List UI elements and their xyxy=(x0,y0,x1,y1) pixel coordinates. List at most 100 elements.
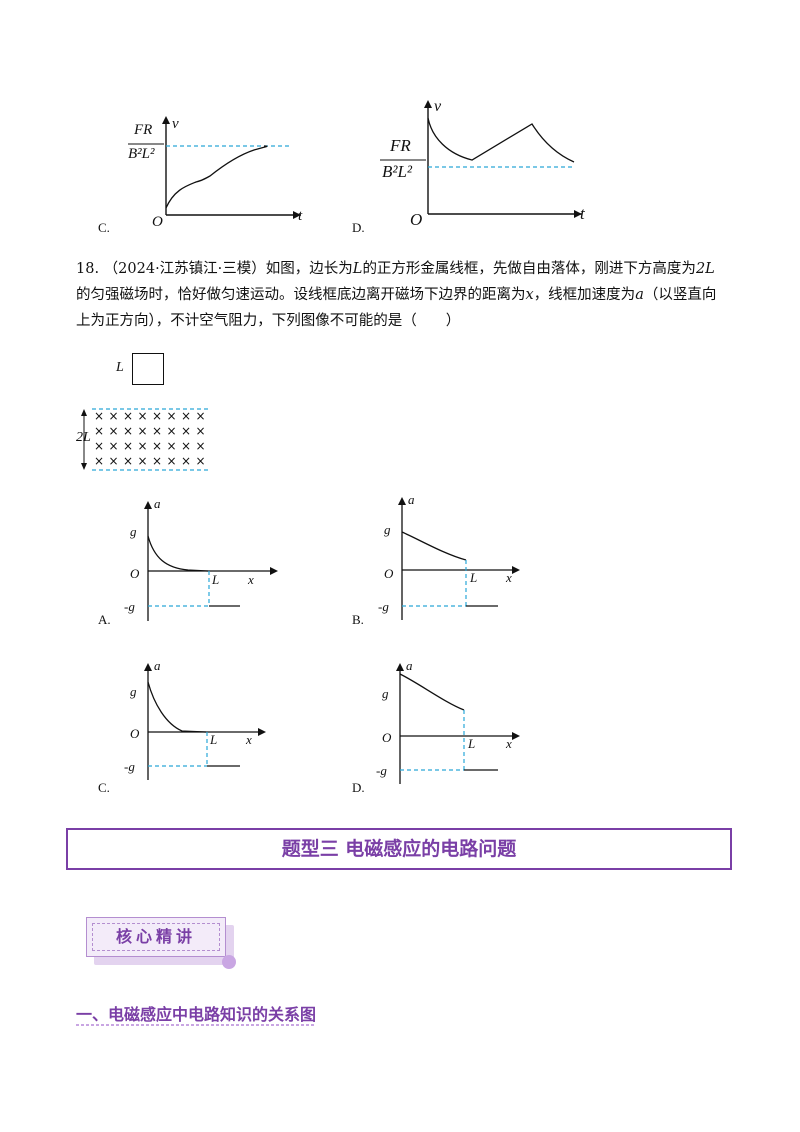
option-b-y-arrow xyxy=(398,497,406,505)
option-a-graph: a g O L x -g A. xyxy=(96,496,286,628)
option-b-curve xyxy=(401,531,467,561)
field-cross: × xyxy=(123,454,133,468)
field-cross: × xyxy=(123,424,133,438)
option-d-x-label: x xyxy=(506,736,512,751)
field-cross: × xyxy=(138,409,148,423)
field-cross: × xyxy=(109,424,119,438)
field-cross: × xyxy=(152,424,162,438)
graph-d-frac-num: FR xyxy=(390,136,411,155)
field-arrow-down xyxy=(81,463,87,470)
field-cross: × xyxy=(109,439,119,453)
graph-c-origin: O xyxy=(152,214,163,230)
graph-c-x-arrow xyxy=(293,211,301,219)
field-cross: × xyxy=(167,424,177,438)
question-number: 18. xyxy=(76,261,100,277)
option-a-y-arrow xyxy=(144,501,152,509)
option-d-L-label: L xyxy=(468,736,476,751)
option-c-curve xyxy=(147,681,207,733)
graph-d-curve xyxy=(427,117,575,163)
graph-c-svg xyxy=(128,116,301,219)
field-cross: × xyxy=(181,439,191,453)
field-cross: × xyxy=(94,454,104,468)
option-b-x-label: x xyxy=(506,570,512,585)
question-source: （2024·江苏镇江·三模） xyxy=(103,261,266,277)
option-d-y-arrow xyxy=(396,663,404,671)
option-c-letter: C. xyxy=(98,780,110,795)
option-b-neg-g-label: -g xyxy=(378,599,389,614)
option-a-x-label: x xyxy=(248,572,254,587)
field-cross: × xyxy=(152,409,162,423)
question-text-2: 的正方形金属线框，先做自由落体，刚进下方高度为 xyxy=(362,261,696,277)
section-title: 题型三 电磁感应的电路问题 xyxy=(281,838,517,860)
field-cross: × xyxy=(196,409,206,423)
question-var-x: x xyxy=(525,287,534,303)
option-b-L-label: L xyxy=(470,570,478,585)
graph-c-curve xyxy=(165,145,268,209)
field-cross: × xyxy=(138,439,148,453)
option-a-g-label: g xyxy=(130,524,137,539)
option-b-g-label: g xyxy=(384,522,391,537)
option-c-y-label: a xyxy=(154,658,161,673)
field-cross: × xyxy=(94,409,104,423)
option-d-origin: O xyxy=(382,730,392,745)
field-svg: ×××××××××××××××××××××××××××××××× xyxy=(81,408,210,471)
option-c-graph: a g O L x -g C. xyxy=(96,658,286,800)
graph-c-y-label: v xyxy=(172,116,179,132)
field-cross: × xyxy=(196,454,206,468)
field-cross: × xyxy=(138,424,148,438)
field-cross: × xyxy=(123,409,133,423)
graph-d-y-arrow xyxy=(424,100,432,108)
option-c-svg xyxy=(144,663,266,780)
frame-field-figure: L ×××××××××××××××××××××××××××××××× 2L xyxy=(70,350,230,480)
option-a-L-label: L xyxy=(212,572,220,587)
graph-d-option-letter: D. xyxy=(352,220,365,235)
field-cross: × xyxy=(181,409,191,423)
graph-c-vt: FR B²L² v t O C. xyxy=(96,110,316,240)
option-d-svg xyxy=(396,663,520,784)
option-b-origin: O xyxy=(384,566,394,581)
option-d-graph: a g O L x -g D. xyxy=(350,658,540,800)
question-var-2L: 2L xyxy=(695,261,715,277)
graph-d-origin: O xyxy=(410,210,423,229)
option-b-letter: B. xyxy=(352,612,364,627)
field-cross: × xyxy=(94,424,104,438)
option-a-origin: O xyxy=(130,566,140,581)
option-b-x-arrow xyxy=(512,566,520,574)
option-d-x-arrow xyxy=(512,732,520,740)
option-d-letter: D. xyxy=(352,780,365,795)
option-d-neg-g-label: -g xyxy=(376,763,387,778)
question-var-a: a xyxy=(635,287,644,303)
option-d-curve xyxy=(399,673,465,711)
option-a-neg-g-label: -g xyxy=(124,599,135,614)
option-c-y-arrow xyxy=(144,663,152,671)
option-a-svg xyxy=(144,501,278,621)
badge-dot-icon xyxy=(222,955,236,969)
question-text-5: （以竖直向上为正方向），不计空气阻力，下列图像不可能的是（ ） xyxy=(76,287,717,329)
graph-c-frac-den: B²L² xyxy=(128,146,155,162)
question-text-1: 如图，边长为 xyxy=(265,261,353,277)
field-cross: × xyxy=(181,454,191,468)
option-c-g-label: g xyxy=(130,684,137,699)
field-cross: × xyxy=(196,439,206,453)
subheading: 一、电磁感应中电路知识的关系图 xyxy=(76,1005,317,1024)
field-cross: × xyxy=(167,454,177,468)
field-cross: × xyxy=(123,439,133,453)
field-cross: × xyxy=(94,439,104,453)
option-d-y-label: a xyxy=(406,658,413,673)
graph-d-y-label: v xyxy=(434,98,442,115)
option-a-x-arrow xyxy=(270,567,278,575)
graph-c-frac-num: FR xyxy=(134,122,153,138)
field-cross: × xyxy=(152,439,162,453)
question-text-4: ，线框加速度为 xyxy=(533,287,636,303)
section-banner: 题型三 电磁感应的电路问题 xyxy=(66,828,732,870)
field-cross: × xyxy=(109,409,119,423)
badge-box xyxy=(86,917,226,957)
field-label: 2L xyxy=(76,430,91,445)
field-cross: × xyxy=(109,454,119,468)
field-arrow-up xyxy=(81,409,87,416)
graph-d-frac-den: B²L² xyxy=(382,162,413,181)
core-badge: 核心精讲 xyxy=(86,917,236,969)
field-cross: × xyxy=(181,424,191,438)
badge-inner-border xyxy=(92,923,220,951)
field-cross: × xyxy=(196,424,206,438)
